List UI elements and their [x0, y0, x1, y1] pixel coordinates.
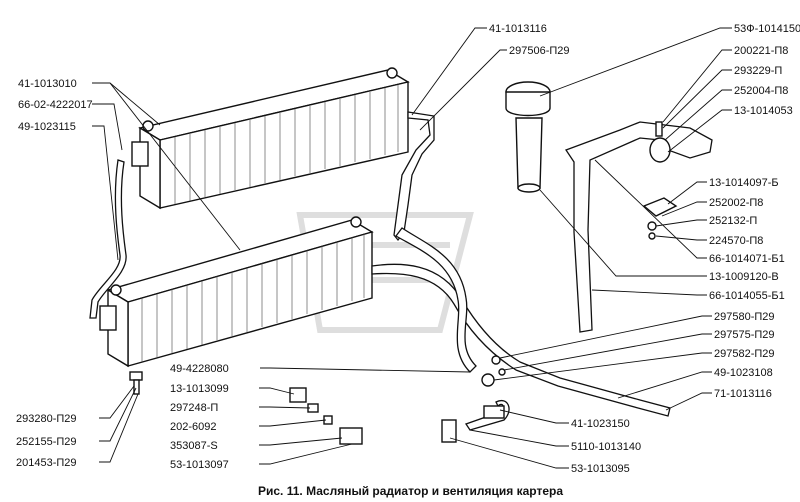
- label-66-02-4222017: 66-02-4222017: [18, 99, 93, 111]
- label-200221-p8: 200221-П8: [734, 45, 788, 57]
- label-53-1013095: 53-1013095: [571, 463, 630, 475]
- label-13-1014097-b: 13-1014097-Б: [709, 177, 779, 189]
- connecting-hose-left: [89, 159, 127, 319]
- main-hose: [371, 263, 671, 417]
- label-41-1013010: 41-1013010: [18, 78, 77, 90]
- label-53f-1014150: 53Ф-1014150: [734, 23, 800, 35]
- lower-radiator-fins: [141, 234, 365, 362]
- label-53-1013097: 53-1013097: [170, 459, 229, 471]
- bolt-fitting-left: [129, 371, 143, 395]
- label-13-1009120-v: 13-1009120-В: [709, 271, 779, 283]
- valve-rings: [481, 355, 506, 387]
- labels-bottom-left: 293280-П29 252155-П29 201453-П29: [16, 413, 77, 469]
- oil-filler-cap: [505, 81, 551, 193]
- label-297248-p: 297248-П: [170, 402, 218, 414]
- labels-center: 49-4228080 13-1013099 297248-П 202-6092 …: [170, 363, 229, 471]
- lower-tube: [441, 399, 510, 443]
- labels-right-lower: 297580-П29 297575-П29 297582-П29 49-1023…: [714, 311, 775, 400]
- label-66-1014071-b1: 66-1014071-Б1: [709, 253, 785, 265]
- label-41-1023150: 41-1023150: [571, 418, 630, 430]
- label-49-1023108: 49-1023108: [714, 367, 773, 379]
- labels-right-middle: 13-1014097-Б 252002-П8 252132-П 224570-П…: [709, 177, 785, 302]
- label-202-6092: 202-6092: [170, 421, 217, 433]
- label-293280-p29: 293280-П29: [16, 413, 77, 425]
- label-297582-p29: 297582-П29: [714, 348, 775, 360]
- label-252002-p8: 252002-П8: [709, 197, 763, 209]
- label-252132-p: 252132-П: [709, 215, 757, 227]
- label-293229-p: 293229-П: [734, 65, 782, 77]
- label-49-1023115: 49-1023115: [18, 121, 76, 133]
- label-13-1014053: 13-1014053: [734, 105, 793, 117]
- labels-top-center: 41-1013116 297506-П29: [489, 23, 570, 57]
- label-71-1013116: 71-1013116: [714, 388, 772, 400]
- figure-caption: Рис. 11. Масляный радиатор и вентиляция …: [258, 484, 563, 498]
- labels-bottom-right: 41-1023150 5110-1013140 53-1013095: [571, 418, 641, 475]
- label-252004-p8: 252004-П8: [734, 85, 788, 97]
- label-13-1013099: 13-1013099: [170, 383, 229, 395]
- drain-hose: [395, 227, 477, 373]
- lower-radiator: [99, 216, 374, 368]
- leader-lines: [92, 27, 732, 469]
- union-fittings-center: [289, 387, 363, 445]
- label-49-4228080: 49-4228080: [170, 363, 229, 375]
- labels-left: 41-1013010 66-02-4222017 49-1023115: [18, 78, 93, 133]
- breather-tube: [565, 121, 713, 333]
- label-252155-p29: 252155-П29: [16, 436, 77, 448]
- label-224570-p8: 224570-П8: [709, 235, 763, 247]
- label-41-1013116: 41-1013116: [489, 23, 547, 35]
- label-297580-p29: 297580-П29: [714, 311, 775, 323]
- label-297575-p29: 297575-П29: [714, 329, 775, 341]
- upper-radiator: [131, 67, 410, 210]
- upper-radiator-fins: [174, 85, 399, 204]
- label-5110-1013140: 5110-1013140: [571, 441, 641, 453]
- labels-right-upper: 53Ф-1014150 200221-П8 293229-П 252004-П8…: [734, 23, 800, 117]
- label-353087-s: 353087-S: [170, 440, 218, 452]
- label-201453-p29: 201453-П29: [16, 457, 77, 469]
- label-66-1014055-b1: 66-1014055-Б1: [709, 290, 785, 302]
- label-297506-p29: 297506-П29: [509, 45, 570, 57]
